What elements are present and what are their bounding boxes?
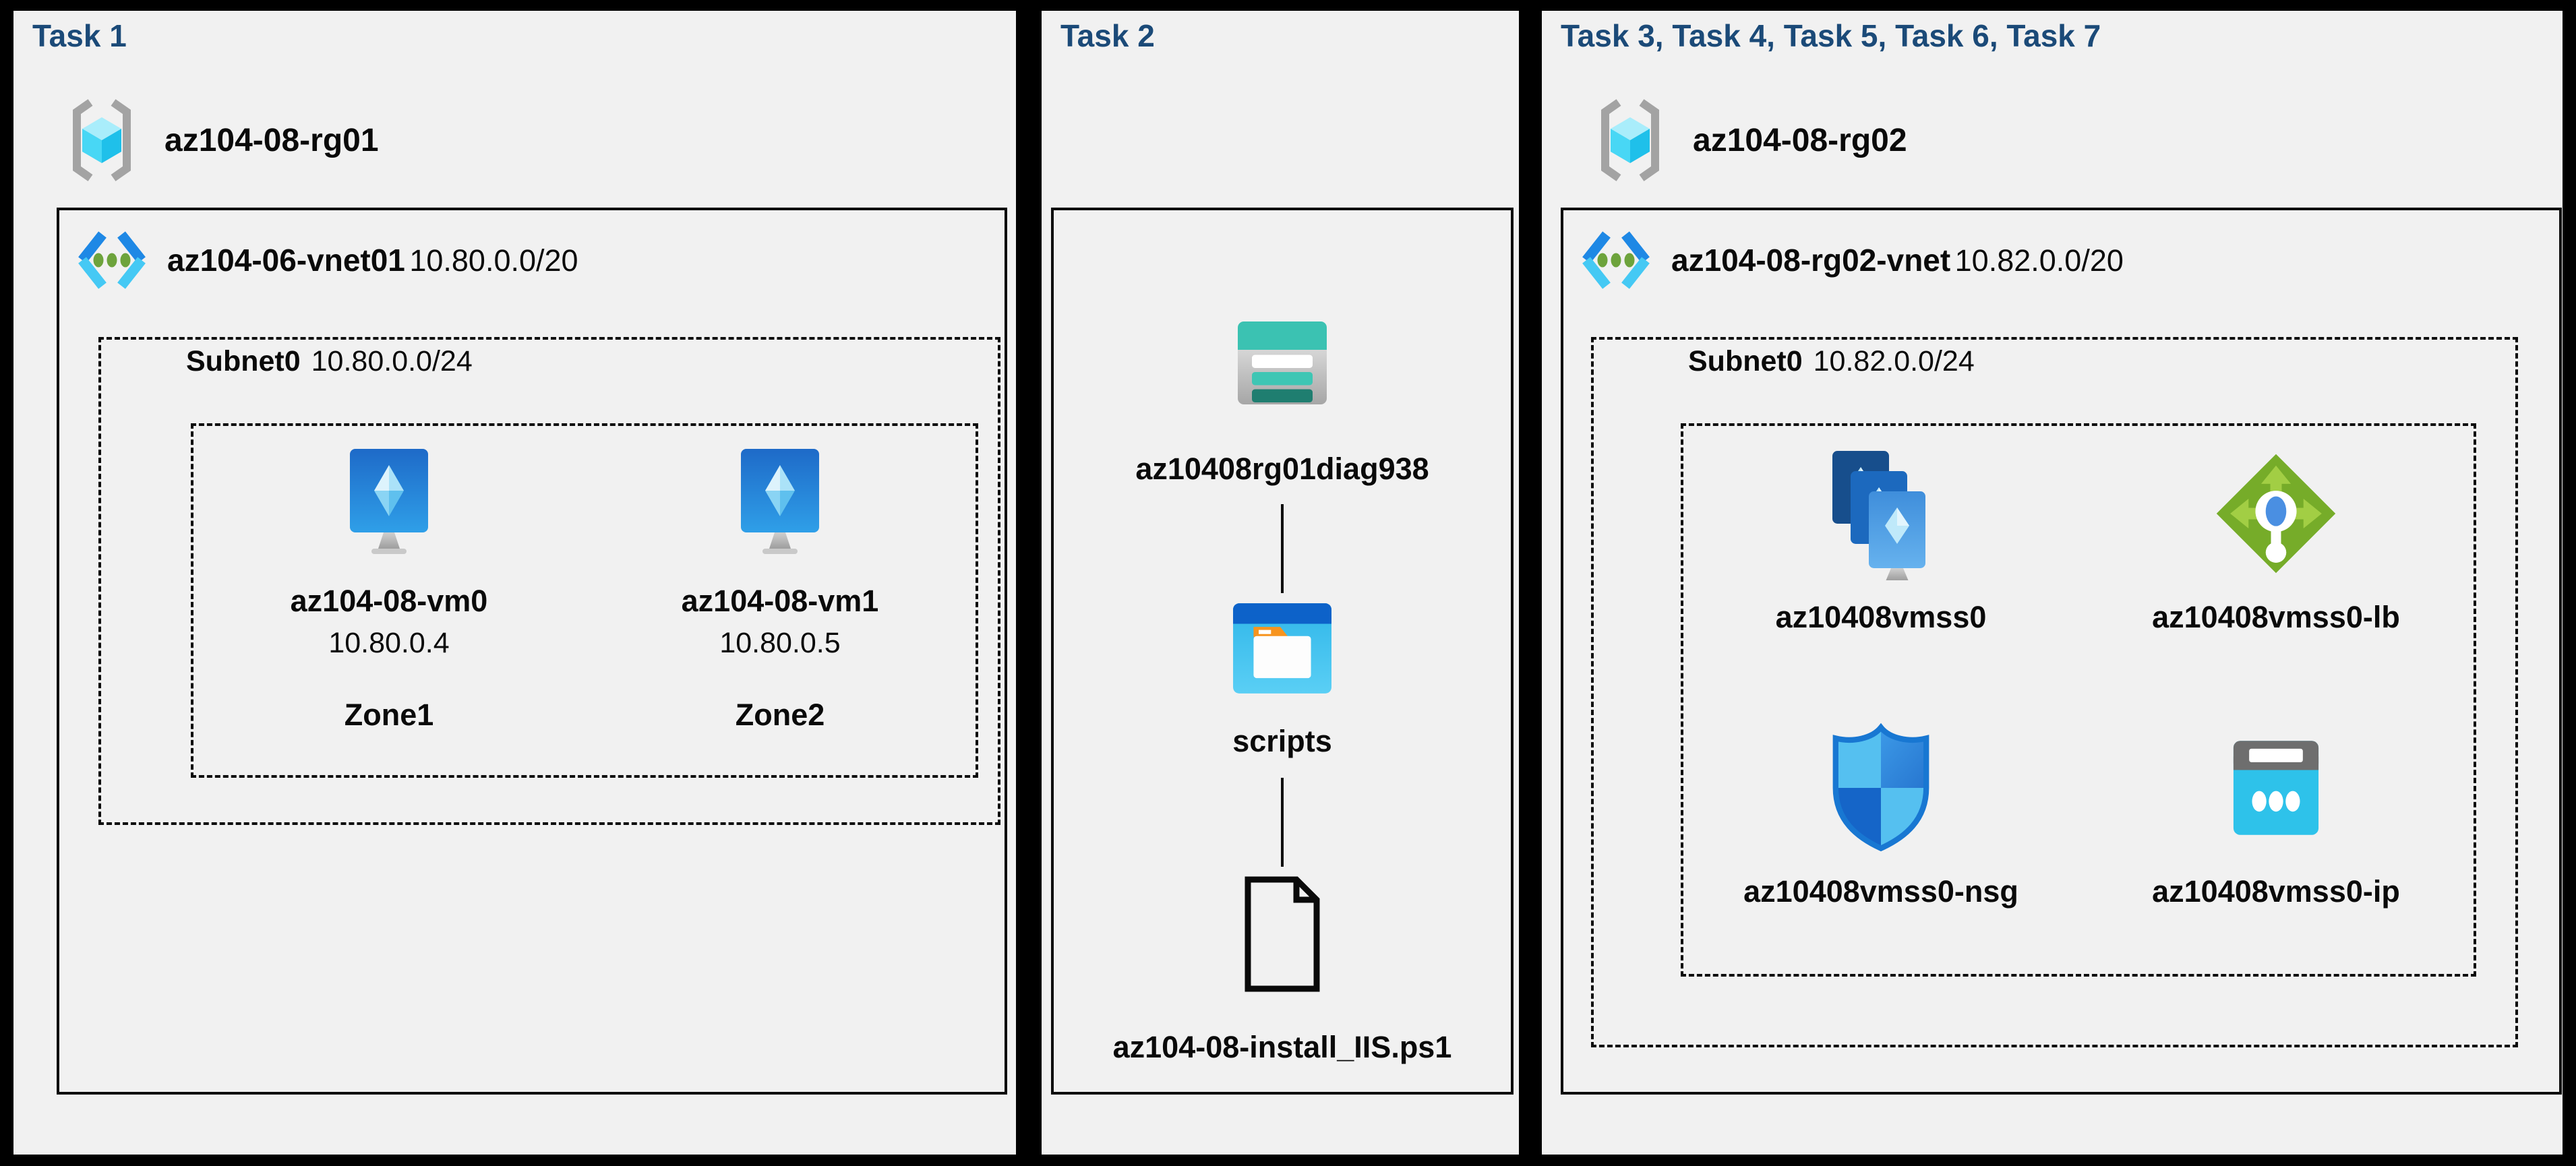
vm-scale-set-icon [1832,451,1925,580]
vnet-name: az104-08-rg02-vnet [1671,243,1951,278]
vm-ip: 10.80.0.4 [328,627,450,659]
resource-item: az10408vmss0-ip [2078,700,2474,975]
connector-line [1281,504,1284,593]
virtual-network-icon [1582,231,1650,289]
vm-ip: 10.80.0.5 [719,627,841,659]
file-name: az104-08-install_IIS.ps1 [1112,1030,1452,1064]
vnet-cidr: 10.82.0.0/20 [1954,243,2124,278]
subnet-cidr: 10.82.0.0/24 [1813,345,1975,377]
resource-group-header: az104-08-rg02 [1590,97,1907,183]
resource-group-icon [73,99,131,181]
panel-task3-7: Task 3, Task 4, Task 5, Task 6, Task 7 a… [1542,11,2563,1155]
subnet-label: Subnet0 10.82.0.0/24 [1688,345,1975,378]
vm-item: az104-08-vm1 10.80.0.5 Zone2 [618,426,942,775]
subnet-name: Subnet0 [186,345,301,377]
resource-item: az10408vmss0-lb [2078,426,2474,700]
task1-title: Task 1 [32,18,127,53]
subnet-label: Subnet0 10.80.0.0/24 [186,345,473,378]
file-icon [1245,876,1320,992]
subnet-name: Subnet0 [1688,345,1803,377]
network-security-group-icon [1832,723,1929,851]
subnet-box: Subnet0 10.82.0.0/24 [1591,337,2518,1047]
resource-group-icon [1601,99,1659,181]
availability-zone-box: az104-08-vm0 10.80.0.4 Zone1 [191,423,978,778]
panel-task2: Task 2 az10408rg01diag938 scripts [1042,11,1519,1155]
resource-item: az10408vmss0-nsg [1683,700,2078,975]
vm-name: az104-08-vm1 [681,584,879,618]
virtual-machine-icon [741,449,819,554]
vnet-box: az104-06-vnet01 10.80.0.0/20 Subnet0 10.8… [57,208,1007,1095]
vm-zone: Zone2 [735,698,825,732]
vm-name: az104-08-vm0 [290,584,488,618]
storage-account-name: az10408rg01diag938 [1135,452,1429,486]
task3-7-title: Task 3, Task 4, Task 5, Task 6, Task 7 [1561,18,2101,53]
vmss-name: az10408vmss0 [1775,600,1987,634]
vnet-name: az104-06-vnet01 [167,243,405,278]
resource-group-name: az104-08-rg02 [1693,122,1907,158]
vnet-header: az104-06-vnet01 10.80.0.0/20 [74,228,578,293]
vnet-box: az104-08-rg02-vnet 10.82.0.0/20 Subnet0 1… [1561,208,2562,1095]
virtual-machine-icon [350,449,428,554]
public-ip-name: az10408vmss0-ip [2152,873,2400,909]
subnet-cidr: 10.80.0.0/24 [311,345,473,377]
folder-icon [1233,603,1331,694]
load-balancer-icon [2216,454,2336,574]
vm-zone: Zone1 [344,698,434,732]
connector-line [1281,778,1284,867]
task2-title: Task 2 [1060,18,1155,53]
vm-item: az104-08-vm0 10.80.0.4 Zone1 [227,426,551,775]
resource-item: az10408vmss0 [1683,426,2078,700]
task2-box: az10408rg01diag938 scripts az104-08-inst… [1051,208,1514,1095]
nsg-name: az10408vmss0-nsg [1743,873,2018,909]
resource-group-name: az104-08-rg01 [164,122,379,158]
resource-group-header: az104-08-rg01 [62,97,379,183]
virtual-network-icon [78,231,146,289]
vnet-header: az104-08-rg02-vnet 10.82.0.0/20 [1578,228,2124,293]
resource-grid: az10408vmss0 [1681,423,2476,977]
load-balancer-name: az10408vmss0-lb [2152,600,2400,634]
panel-task1: Task 1 az104-08-rg01 [13,11,1016,1155]
storage-account-icon [1238,321,1327,404]
folder-name: scripts [1232,724,1332,758]
vnet-cidr: 10.80.0.0/20 [409,243,578,278]
public-ip-icon [2233,740,2319,835]
